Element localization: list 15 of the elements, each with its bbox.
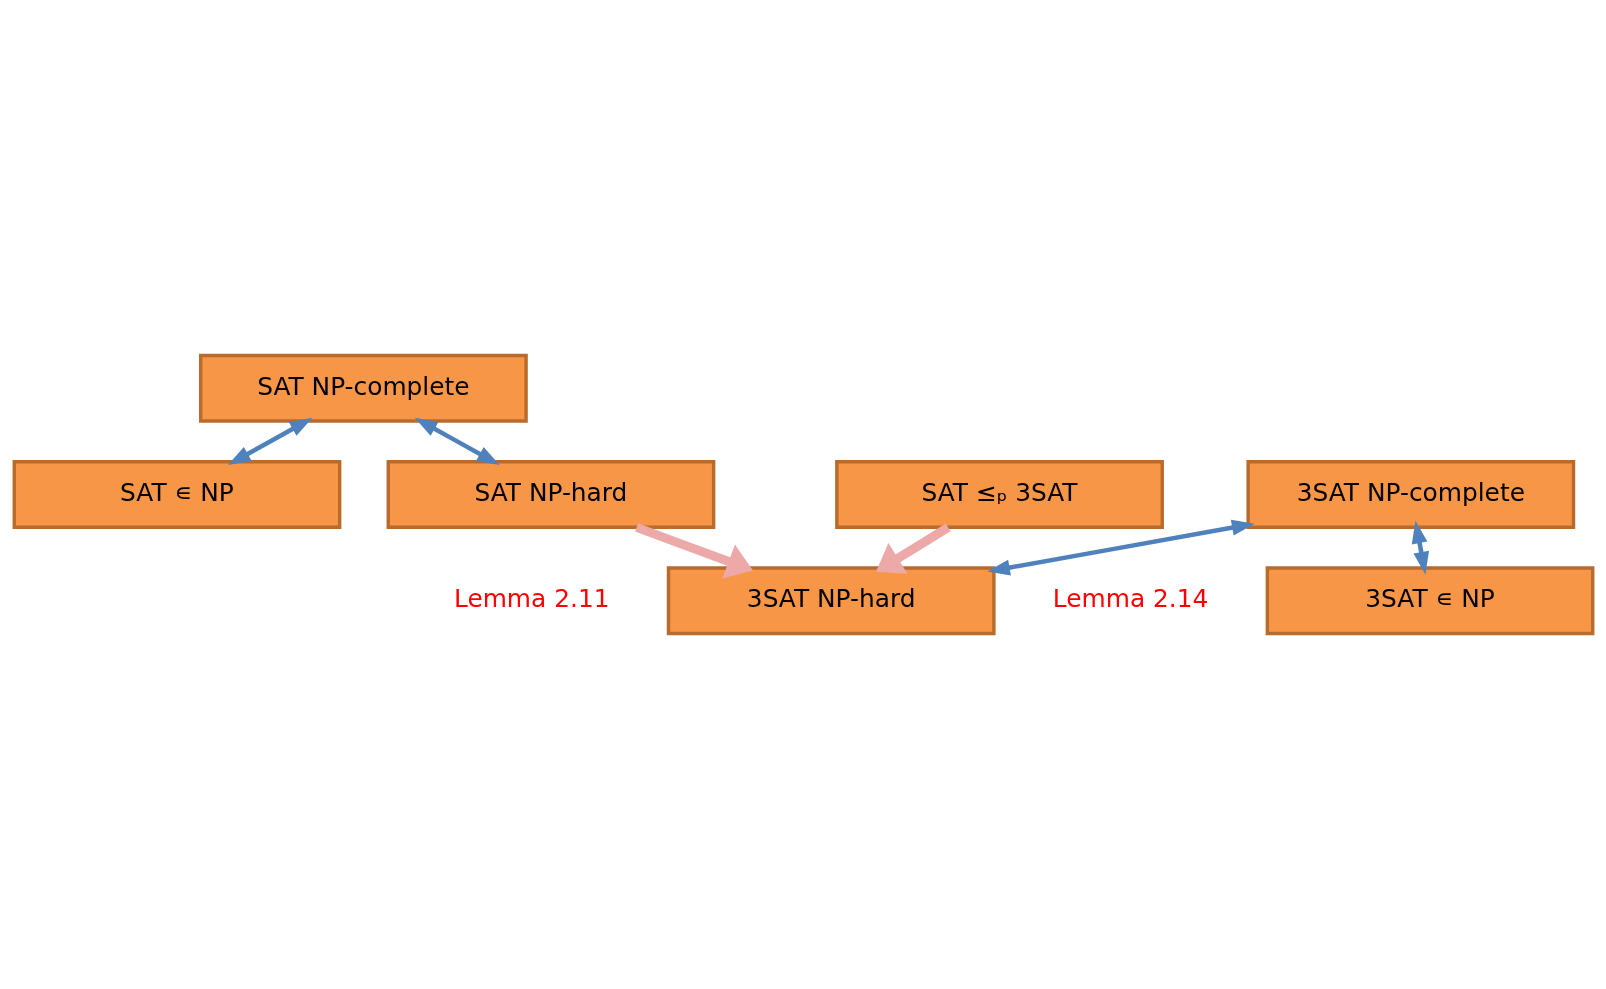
arrow [1411, 520, 1429, 575]
arrow [986, 519, 1255, 576]
node-box: SAT ∊ NP [12, 460, 341, 529]
arrow [414, 417, 500, 465]
node-box: SAT NP-hard [386, 460, 715, 529]
node-label: Lemma 2.11 [453, 584, 610, 614]
arrow [634, 523, 753, 579]
node-box: 3SAT NP-complete [1245, 460, 1575, 529]
node-box: SAT NP-complete [198, 353, 528, 423]
arrow [875, 523, 950, 574]
node-box: 3SAT ∊ NP [1265, 566, 1594, 636]
node-box: SAT ≤ₚ 3SAT [834, 460, 1164, 529]
node-label: Lemma 2.14 [1052, 584, 1208, 614]
node-box: 3SAT NP-hard [666, 566, 996, 636]
arrow [227, 417, 312, 465]
